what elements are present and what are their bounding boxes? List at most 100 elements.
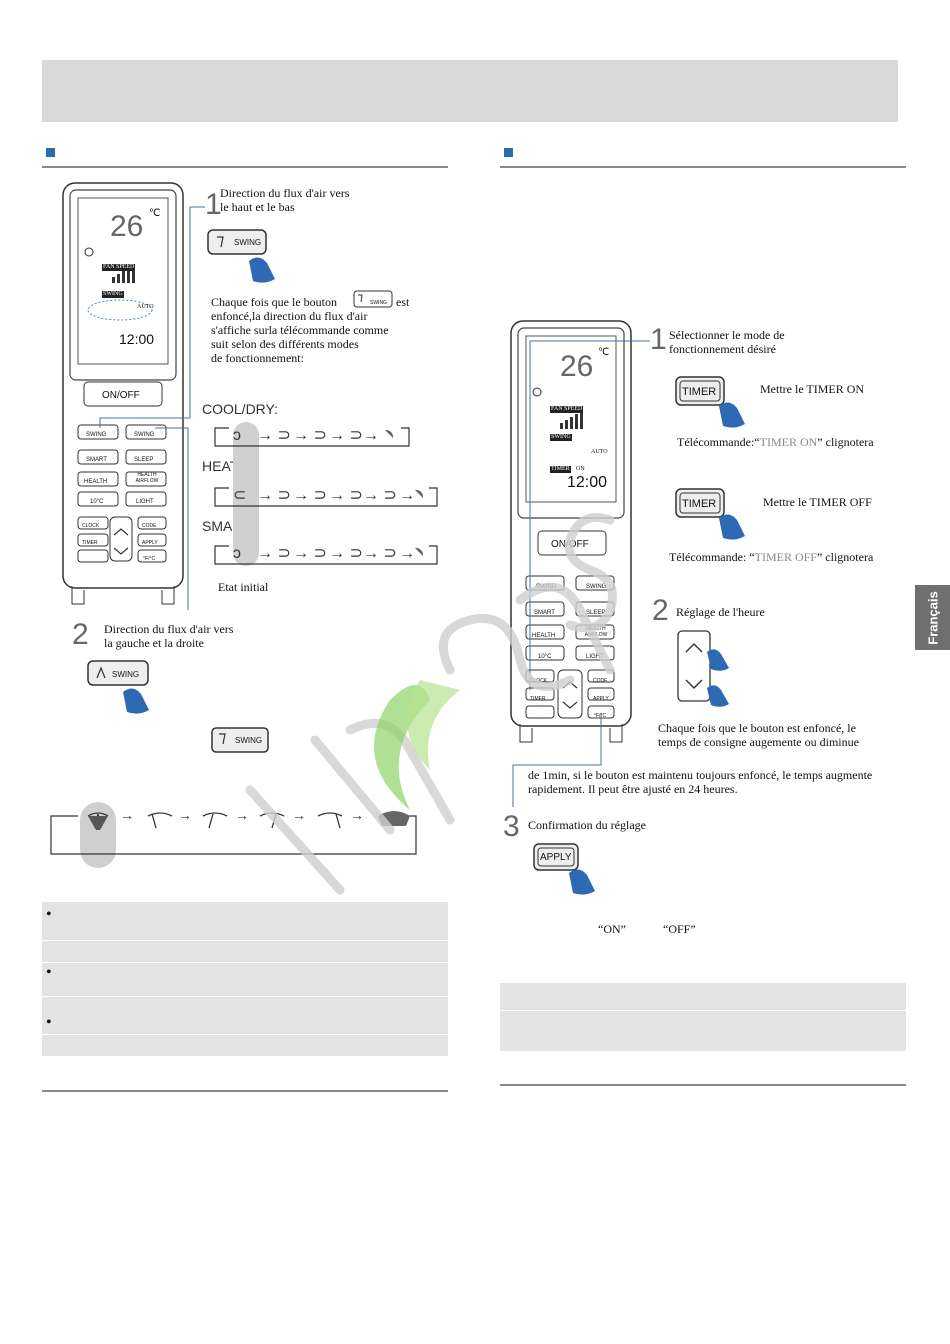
swing-desc-l1b: est (396, 295, 410, 309)
swing-lr-button-graphic (87, 660, 149, 714)
sleep-button-right[interactable]: SLEEP (586, 610, 606, 616)
remote-temp-left: 26 (110, 210, 144, 243)
tenc-button-left[interactable]: 10°C (90, 499, 104, 505)
timer-off-button-graphic (675, 488, 745, 540)
svg-text:→ ⊃: → ⊃ (329, 427, 363, 444)
apply-button-left[interactable]: APPLY (142, 540, 158, 546)
svg-text:→ ⊃: → ⊃ (257, 427, 291, 444)
note-divider-right (500, 1010, 906, 1011)
tenc-button-right[interactable]: 10°C (538, 654, 552, 660)
adjust-desc-l3: de 1min, si le bouton est maintenu toujo… (528, 768, 873, 782)
svg-text:→: → (292, 807, 306, 823)
note-divider-1 (42, 940, 448, 941)
clock-button-left[interactable]: CLOCK (82, 523, 100, 529)
remote-fan-speed-right: FAN SPEED (550, 406, 584, 413)
timer-off-blink-note: Télécommande: “TIMER OFF” clignotera (669, 550, 874, 564)
swing-button-right-b[interactable]: SWING (586, 584, 607, 590)
light-button-left[interactable]: LIGHT (136, 499, 154, 505)
onoff-button-left[interactable]: ON/OFF (102, 390, 140, 401)
smart-button-left[interactable]: SMART (86, 457, 107, 463)
code-button-right[interactable]: CODE (593, 678, 608, 684)
adjust-desc-l1: Chaque fois que le bouton est enfoncé, l… (658, 721, 856, 735)
svg-text:→ ⊃: → ⊃ (363, 545, 397, 562)
step-1-title-l2-left: le haut et le bas (220, 200, 295, 214)
step-1-title-l1-left: Direction du flux d'air vers (220, 186, 350, 200)
remote-timer-label-right: TIMER (550, 466, 571, 473)
timer-button-right[interactable]: TIMER (530, 696, 546, 702)
step-2-title-l2-left: la gauche et la droite (104, 636, 204, 650)
swing-small-button-graphic (211, 727, 269, 753)
notes-box-right (500, 983, 906, 1051)
step-1-title-l2-right: fonctionnement désiré (669, 342, 776, 356)
code-button-left[interactable]: CODE (142, 523, 157, 529)
watermark-logo (245, 513, 617, 895)
remote-illustration-right (510, 320, 632, 743)
swing-button-left-b[interactable]: SWING (134, 432, 155, 438)
svg-text:→ ⊃: → ⊃ (329, 545, 363, 562)
svg-text:→: → (178, 807, 192, 823)
note-divider-3 (42, 996, 448, 997)
health-button-right[interactable]: HEALTH (532, 633, 556, 639)
svg-text:→ ⊃: → ⊃ (257, 487, 291, 504)
remote-auto-left: AUTO (137, 304, 154, 310)
footer-rule-right (500, 1084, 906, 1086)
step-3-title-right: Confirmation du réglage (528, 818, 646, 832)
svg-text:→ ⊃: → ⊃ (329, 487, 363, 504)
swing-desc-l4: suit selon des différents modes (211, 337, 359, 351)
step-1-title-l1-right: Sélectionner le mode de (669, 328, 785, 342)
note-bullet-3: • (46, 1014, 52, 1031)
swing-button-graphic (207, 229, 275, 283)
note-divider-4 (42, 1034, 448, 1035)
off-quote: “OFF” (663, 922, 696, 936)
on-quote: “ON” (598, 922, 626, 936)
mode-heat: HEAT: (202, 458, 241, 474)
note-divider-2 (42, 962, 448, 963)
svg-text:→ ⊃: → ⊃ (257, 545, 291, 562)
light-button-right[interactable]: LIGHT (586, 654, 604, 660)
swing-desc-l3: s'affiche surla télécommande comme (211, 323, 389, 337)
note-bullet-2: • (46, 964, 52, 981)
sleep-button-left[interactable]: SLEEP (134, 457, 154, 463)
smart-button-right[interactable]: SMART (534, 610, 555, 616)
step-2-number-right: 2 (652, 594, 669, 627)
timer-off-button-label: TIMER (682, 498, 717, 510)
fc-button-right[interactable]: °F/°C (594, 713, 607, 719)
section-rule-left (42, 166, 448, 168)
notes-box-left (42, 902, 448, 1056)
apply-button-right[interactable]: APPLY (593, 696, 609, 702)
timer-on-button-graphic (675, 376, 745, 428)
svg-text:→ ⊃: → ⊃ (293, 545, 327, 562)
health-airflow-button-left[interactable]: HEALTH AIRFLOW (135, 472, 159, 484)
apply-button-graphic (533, 843, 595, 895)
remote-temp-unit-left: ℃ (149, 208, 161, 219)
timer-on-label: Mettre le TIMER ON (760, 382, 865, 396)
timer-on-button-label: TIMER (682, 386, 717, 398)
remote-swing-label-right: SWING (550, 434, 572, 441)
svg-text:→ ⊃: → ⊃ (293, 487, 327, 504)
svg-text:→: → (399, 545, 415, 562)
step-1-number-left: 1 (205, 188, 222, 221)
language-tab: Français (915, 585, 950, 650)
fc-button-left[interactable]: °F/°C (143, 556, 156, 562)
timer-button-left[interactable]: TIMER (82, 540, 98, 546)
health-button-left[interactable]: HEALTH (84, 479, 108, 485)
svg-text:ↄ: ↄ (233, 545, 241, 562)
remote-temp-right: 26 (560, 350, 594, 383)
adjust-desc-l4: rapidement. Il peut être ajusté en 24 he… (528, 782, 738, 796)
etat-initial-label: Etat initial (218, 580, 269, 594)
mode-cool-dry: COOL/DRY: (202, 401, 278, 417)
header-band (42, 60, 898, 122)
remote-clock-left: 12:00 (119, 331, 155, 347)
up-down-buttons-graphic (677, 630, 729, 707)
section-rule-right (500, 166, 906, 168)
remote-illustration-left (62, 182, 184, 605)
svg-text:→ ⊃: → ⊃ (363, 487, 397, 504)
apply-button-label: APPLY (540, 852, 572, 863)
chevron-up-down-icon (685, 643, 703, 689)
footer-rule-left (42, 1090, 448, 1092)
svg-text:→: → (350, 807, 364, 823)
step-2-title-l1-left: Direction du flux d'air vers (104, 622, 234, 636)
swing-button-left-a[interactable]: SWING (86, 432, 107, 438)
note-bullet-1: • (46, 906, 52, 923)
swing-desc-l5: de fonctionnement: (211, 351, 304, 365)
